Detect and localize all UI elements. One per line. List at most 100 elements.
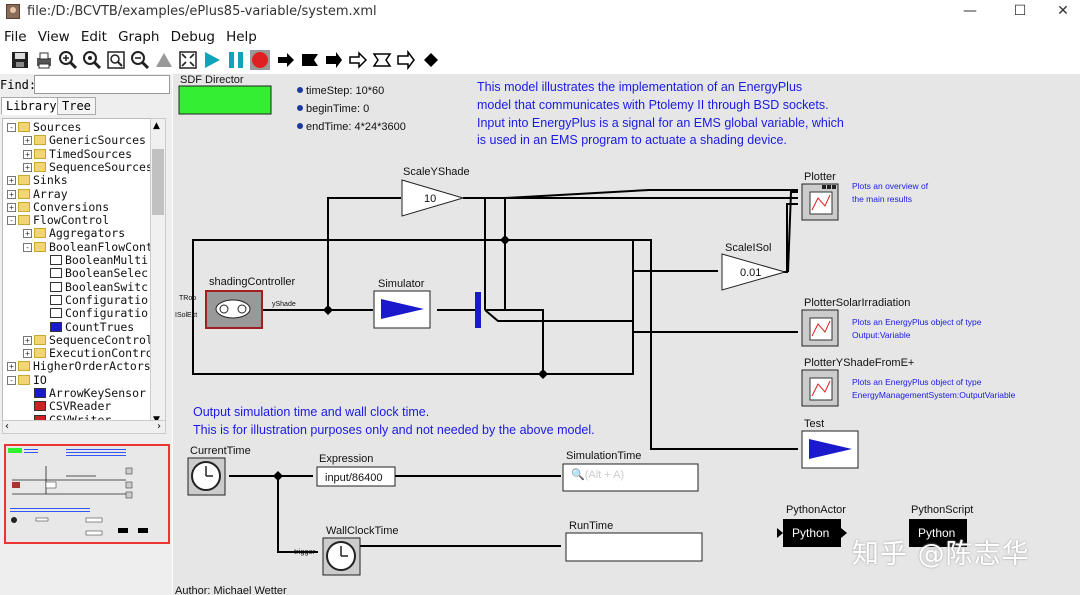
param-endtime[interactable]: endTime: 4*24*3600 [306, 121, 406, 133]
triangle-icon[interactable] [154, 50, 174, 70]
plotter-solar-block[interactable]: PlotterSolarIrradiation Plots an EnergyP… [801, 297, 982, 347]
tree-item[interactable]: + TimedSources [23, 146, 133, 161]
sdf-director[interactable]: SDF Director [178, 74, 272, 115]
tree-item[interactable]: BooleanMulti [39, 254, 148, 267]
menu-view[interactable]: View [37, 29, 70, 45]
tree-item[interactable]: Configuratio [39, 307, 148, 320]
scroll-thumb[interactable] [152, 149, 164, 215]
tree-item[interactable]: ArrowKeySensor [23, 387, 146, 400]
menu-help[interactable]: Help [226, 29, 257, 45]
menu-file[interactable]: File [4, 29, 27, 45]
menu-graph[interactable]: Graph [118, 29, 160, 45]
arrow-icon[interactable] [276, 50, 296, 70]
expand-icon[interactable]: + [7, 362, 16, 372]
output-note-line: This is for illustration purposes only a… [193, 423, 595, 437]
current-time-block[interactable]: CurrentTime [187, 445, 251, 496]
expand-icon[interactable]: + [23, 229, 32, 239]
outline-arrow-icon-2[interactable] [372, 50, 392, 70]
print-icon[interactable] [34, 50, 54, 70]
library-panel: Find: Library Tree -Sources+GenericSourc… [0, 74, 172, 595]
tree-item[interactable]: +SequenceSources [23, 160, 151, 174]
scale-y-shade-label: ScaleYShade [403, 166, 470, 178]
expand-icon[interactable]: + [7, 189, 16, 199]
outline-arrow-icon[interactable] [348, 50, 368, 70]
scroll-left-icon[interactable]: ‹ [5, 421, 9, 432]
tree-item[interactable]: +Array [7, 187, 68, 201]
plotter-yshade-block[interactable]: PlotterYShadeFromE+ Plots an EnergyPlus … [801, 357, 1016, 407]
scale-i-sol-block[interactable]: ScaleISol 0.01 [721, 242, 787, 291]
scroll-up-icon[interactable]: ▲ [153, 121, 160, 131]
arrow-right-icon[interactable] [324, 50, 344, 70]
expand-icon[interactable]: + [7, 176, 16, 186]
full-screen-icon[interactable] [178, 50, 198, 70]
screenshot-hint: 🔍(Alt + A) [571, 467, 624, 481]
wall-clock-time-block[interactable]: WallClockTime trigger [294, 525, 399, 576]
run-time-display[interactable]: RunTime [565, 520, 703, 562]
expand-icon[interactable]: + [23, 335, 32, 345]
plotter-block[interactable]: Plotter Plots an overview of the main re… [801, 171, 929, 221]
tree-item[interactable]: +ExecutionContro [23, 347, 151, 360]
outline-arrow-icon-3[interactable] [396, 50, 416, 70]
tree-item[interactable]: Configuratio [39, 293, 148, 307]
tree-item[interactable]: +Conversions [7, 200, 109, 214]
menu-edit[interactable]: Edit [80, 29, 107, 45]
minimize-button[interactable]: — [963, 3, 977, 19]
tree-item[interactable]: BooleanSwitc [39, 280, 148, 294]
close-button[interactable]: ✕ [1057, 3, 1069, 19]
python-actor-label: PythonActor [786, 504, 846, 516]
tree-item[interactable]: -IO [7, 373, 47, 387]
diamond-icon[interactable] [421, 50, 441, 70]
run-icon[interactable] [202, 50, 222, 70]
test-block[interactable]: Test [801, 418, 859, 469]
expand-icon[interactable]: + [7, 202, 16, 212]
scroll-right-icon[interactable]: › [157, 421, 161, 432]
tree-item[interactable]: -Sources [7, 121, 81, 134]
save-icon[interactable] [10, 50, 30, 70]
find-input[interactable] [34, 75, 170, 94]
expand-icon[interactable]: + [23, 136, 32, 146]
tree-vertical-scrollbar[interactable]: ▲ ▼ [150, 118, 166, 430]
collapse-icon[interactable]: - [7, 375, 16, 385]
expression-block[interactable]: Expression input/86400 [316, 453, 396, 487]
zoom-out-icon[interactable] [130, 50, 150, 70]
collapse-icon[interactable]: - [7, 216, 16, 226]
tab-library[interactable]: Library [1, 97, 62, 115]
zoom-in-icon[interactable] [58, 50, 78, 70]
tree-item[interactable]: -BooleanFlowCont [23, 240, 151, 254]
tree-item[interactable]: +GenericSources [23, 134, 146, 147]
python-script-block[interactable]: PythonScript Python [909, 504, 973, 547]
param-begintime[interactable]: beginTime: 0 [306, 103, 369, 115]
expand-icon[interactable]: + [23, 149, 32, 159]
tree-item[interactable]: +Sinks [7, 174, 68, 187]
shading-controller-block[interactable]: shadingController TRoo ISolExt yShade [175, 276, 296, 329]
simulator-block[interactable]: Simulator [373, 278, 481, 329]
flag-icon[interactable] [300, 50, 320, 70]
zoom-reset-icon[interactable] [82, 50, 102, 70]
diagram-overview[interactable] [4, 444, 170, 544]
tree-item[interactable]: CSVReader [23, 400, 111, 413]
menu-debug[interactable]: Debug [170, 29, 215, 45]
tree-item[interactable]: +HigherOrderActors [7, 360, 151, 373]
collapse-icon[interactable]: - [7, 123, 16, 132]
simulation-time-display[interactable]: SimulationTime 🔍(Alt + A) [562, 450, 699, 492]
collapse-icon[interactable]: - [23, 242, 32, 252]
tree-item[interactable]: +Aggregators [23, 227, 125, 240]
folder-icon [34, 334, 46, 345]
scale-y-shade-block[interactable]: ScaleYShade 10 [401, 166, 470, 217]
tree-item[interactable]: CountTrues [39, 320, 134, 334]
param-timestep[interactable]: timeStep: 10*60 [306, 85, 384, 97]
expand-icon[interactable]: + [23, 349, 32, 359]
pause-icon[interactable] [226, 50, 246, 70]
tree-item[interactable]: +SequenceControl [23, 333, 151, 347]
tree-item[interactable]: BooleanSelec [39, 267, 148, 280]
tree-item-label: TimedSources [49, 146, 133, 161]
zoom-fit-icon[interactable] [106, 50, 126, 70]
python-actor-block[interactable]: PythonActor Python [777, 504, 847, 547]
expand-icon[interactable]: + [23, 162, 32, 172]
maximize-button[interactable]: ☐ [1013, 3, 1027, 19]
stop-icon[interactable] [250, 50, 270, 70]
tree-item[interactable]: -FlowControl [7, 214, 109, 227]
diagram-canvas[interactable]: SDF Director timeStep: 10*60 beginTime: … [173, 74, 1080, 595]
tree-horizontal-scrollbar[interactable]: ‹ › [2, 420, 166, 434]
tab-tree[interactable]: Tree [57, 97, 96, 115]
